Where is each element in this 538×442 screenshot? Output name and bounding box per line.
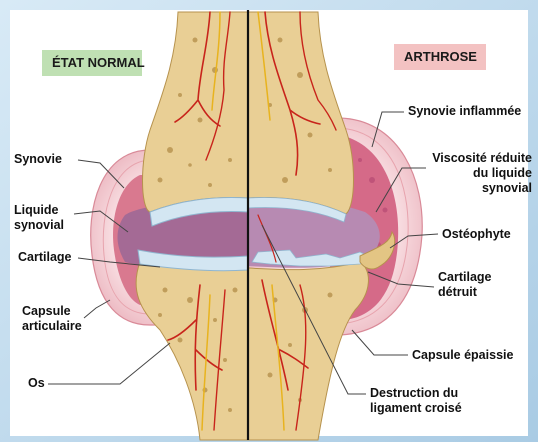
label-osteophyte: Ostéophyte — [442, 227, 511, 242]
label-cartilage: Cartilage — [18, 250, 72, 265]
label-synovie: Synovie — [14, 152, 62, 167]
label-liquide-line2: synovial — [14, 218, 64, 233]
label-cartilage-detruit-line1: Cartilage — [438, 270, 492, 285]
label-capsule-epaissie: Capsule épaissie — [412, 348, 513, 363]
label-destruction-line2: ligament croisé — [370, 401, 462, 416]
label-capsule-line2: articulaire — [22, 319, 82, 334]
normal-state-title: ÉTAT NORMAL — [42, 51, 155, 74]
label-viscosite-line3: synovial — [482, 181, 532, 196]
label-liquide-line1: Liquide — [14, 203, 58, 218]
label-synovie-inflammee: Synovie inflammée — [408, 104, 521, 119]
label-cartilage-detruit-line2: détruit — [438, 285, 477, 300]
label-capsule-line1: Capsule — [22, 304, 71, 319]
arthrose-title: ARTHROSE — [394, 45, 487, 68]
label-destruction-line1: Destruction du — [370, 386, 458, 401]
label-viscosite-line2: du liquide — [473, 166, 532, 181]
label-os: Os — [28, 376, 45, 391]
label-viscosite-line1: Viscosité réduite — [432, 151, 532, 166]
